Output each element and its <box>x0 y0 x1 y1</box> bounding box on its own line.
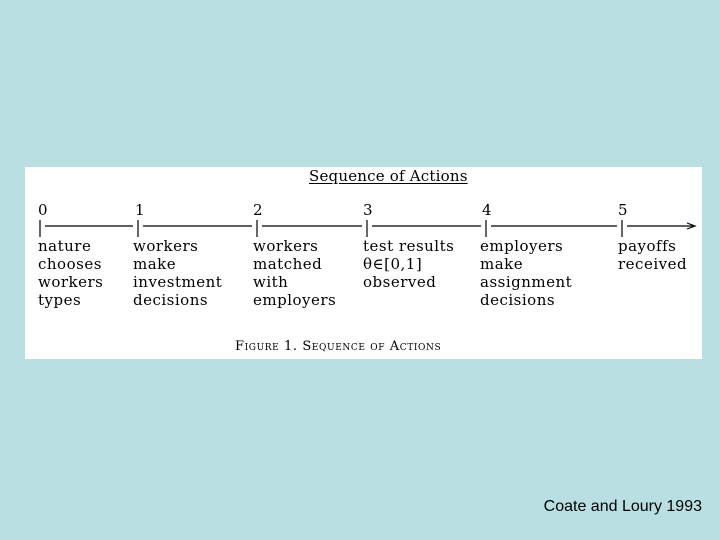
timeline-arrowhead <box>686 222 697 230</box>
step-number-5: 5 <box>618 201 628 219</box>
step-number-2: 2 <box>253 201 263 219</box>
step-label-4: employers make assignment decisions <box>480 237 573 309</box>
figure-caption: Figure 1. Sequence of Actions <box>235 339 442 354</box>
timeline-axis <box>39 220 697 237</box>
step-number-0: 0 <box>38 201 48 219</box>
source-citation: Coate and Loury 1993 <box>543 498 702 515</box>
step-label-3: test results θ∈[0,1] observed <box>363 237 455 291</box>
step-number-4: 4 <box>482 201 492 219</box>
step-label-5: payoffs received <box>618 237 688 273</box>
step-number-3: 3 <box>363 201 373 219</box>
figure-title: Sequence of Actions <box>309 167 468 185</box>
step-label-1: workers make investment decisions <box>133 237 223 309</box>
step-label-0: nature chooses workers types <box>38 237 104 309</box>
step-number-1: 1 <box>135 201 145 219</box>
step-label-2: workers matched with employers <box>253 237 337 309</box>
figure-panel: Sequence of Actions 0 1 2 3 4 5 nature c… <box>25 167 702 359</box>
